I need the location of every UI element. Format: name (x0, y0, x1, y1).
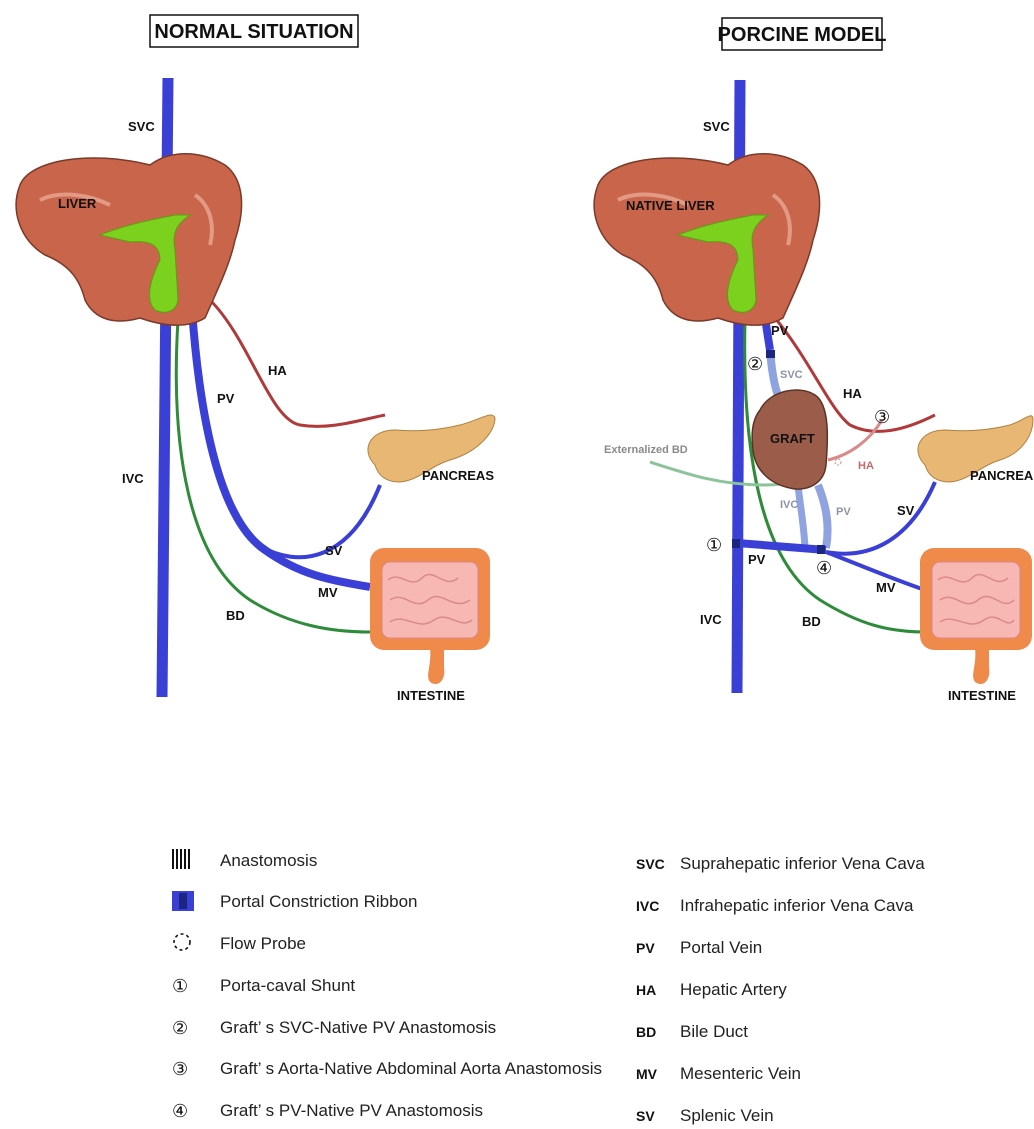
marker-4: ④ (816, 558, 832, 578)
label-graft-pv: PV (836, 506, 851, 518)
marker-2: ② (747, 354, 763, 374)
abbr-pv-desc: Portal Vein (680, 938, 762, 957)
label-pv-shunt: PV (748, 552, 766, 567)
label-externalized-bd: Externalized BD (604, 444, 688, 456)
abbr-ha-desc: Hepatic Artery (680, 980, 787, 999)
label-sv-native: SV (897, 503, 915, 518)
normal-situation-panel: NORMAL SITUATION SVC (16, 15, 495, 703)
legend-aorta-anastomosis: Graft’ s Aorta-Native Abdominal Aorta An… (220, 1059, 602, 1078)
anastomosis-mark-2 (766, 350, 775, 358)
label-bd: BD (226, 608, 245, 623)
label-svc-native: SVC (703, 119, 730, 134)
abbr-bd-desc: Bile Duct (680, 1022, 748, 1041)
abbr-pv: PV (636, 940, 655, 956)
label-svc: SVC (128, 119, 155, 134)
legend-left: Anastomosis Portal Constriction Ribbon F… (172, 849, 602, 1121)
abbr-ivc: IVC (636, 898, 659, 914)
label-pv: PV (217, 391, 235, 406)
anastomosis-icon (172, 849, 190, 869)
label-ivc-native: IVC (700, 612, 722, 627)
legend-porta-caval-shunt: Porta-caval Shunt (220, 976, 355, 995)
label-intestine-native: INTESTINE (948, 688, 1016, 703)
legend-symbol-2: ② (172, 1018, 188, 1038)
label-intestine: INTESTINE (397, 688, 465, 703)
label-pancreas: PANCREAS (422, 468, 494, 483)
portal-vein (192, 310, 370, 587)
porta-caval-shunt (737, 543, 826, 550)
flow-probe-icon (174, 934, 190, 950)
label-mv: MV (318, 585, 338, 600)
intestine (370, 548, 490, 684)
label-graft-svc: SVC (780, 369, 803, 381)
label-graft-ivc: IVC (780, 499, 798, 511)
porcine-title: PORCINE MODEL (718, 24, 887, 46)
legend-right: SVC Suprahepatic inferior Vena Cava IVC … (636, 854, 925, 1125)
flow-probe-mark (835, 459, 841, 465)
abbr-svc: SVC (636, 856, 665, 872)
label-pancreas-native: PANCREAS (970, 468, 1034, 483)
anastomosis-mark-4 (817, 545, 825, 554)
abbr-mv-desc: Mesenteric Vein (680, 1064, 801, 1083)
legend-symbol-1: ① (172, 976, 188, 996)
label-ivc: IVC (122, 471, 144, 486)
label-mv-native: MV (876, 580, 896, 595)
legend-anastomosis: Anastomosis (220, 851, 317, 870)
label-sv: SV (325, 543, 343, 558)
abbr-bd: BD (636, 1024, 656, 1040)
abbr-ha: HA (636, 982, 656, 998)
abbr-svc-desc: Suprahepatic inferior Vena Cava (680, 854, 925, 873)
anastomosis-mark-1 (732, 539, 740, 548)
portal-constriction-ribbon-icon (172, 891, 194, 911)
marker-3: ③ (874, 407, 890, 427)
legend-portal-constriction-ribbon: Portal Constriction Ribbon (220, 892, 417, 911)
label-bd-native: BD (802, 614, 821, 629)
legend-svc-native-pv: Graft’ s SVC-Native PV Anastomosis (220, 1018, 496, 1037)
normal-title: NORMAL SITUATION (154, 21, 353, 43)
label-native-liver: NATIVE LIVER (626, 198, 715, 213)
graft-ivc (798, 485, 805, 548)
legend-pv-native-pv: Graft’ s PV-Native PV Anastomosis (220, 1101, 483, 1120)
splenic-vein (258, 485, 380, 557)
label-liver: LIVER (58, 196, 97, 211)
legend-symbol-4: ④ (172, 1101, 188, 1121)
native-intestine (920, 548, 1032, 684)
label-ha-native: HA (843, 386, 862, 401)
label-graft-ha: HA (858, 460, 874, 472)
hepatic-artery (210, 300, 385, 426)
porcine-model-panel: PORCINE MODEL (594, 18, 1034, 703)
label-pv-top: PV (771, 323, 789, 338)
label-ha: HA (268, 363, 287, 378)
legend-flow-probe: Flow Probe (220, 934, 306, 953)
abbr-sv-desc: Splenic Vein (680, 1106, 774, 1125)
legend-symbol-3: ③ (172, 1059, 188, 1079)
graft-portal-vein (818, 485, 828, 548)
abbr-ivc-desc: Infrahepatic inferior Vena Cava (680, 896, 914, 915)
abbr-mv: MV (636, 1066, 658, 1082)
label-graft: GRAFT (770, 431, 815, 446)
abbr-sv: SV (636, 1108, 655, 1124)
marker-1: ① (706, 535, 722, 555)
